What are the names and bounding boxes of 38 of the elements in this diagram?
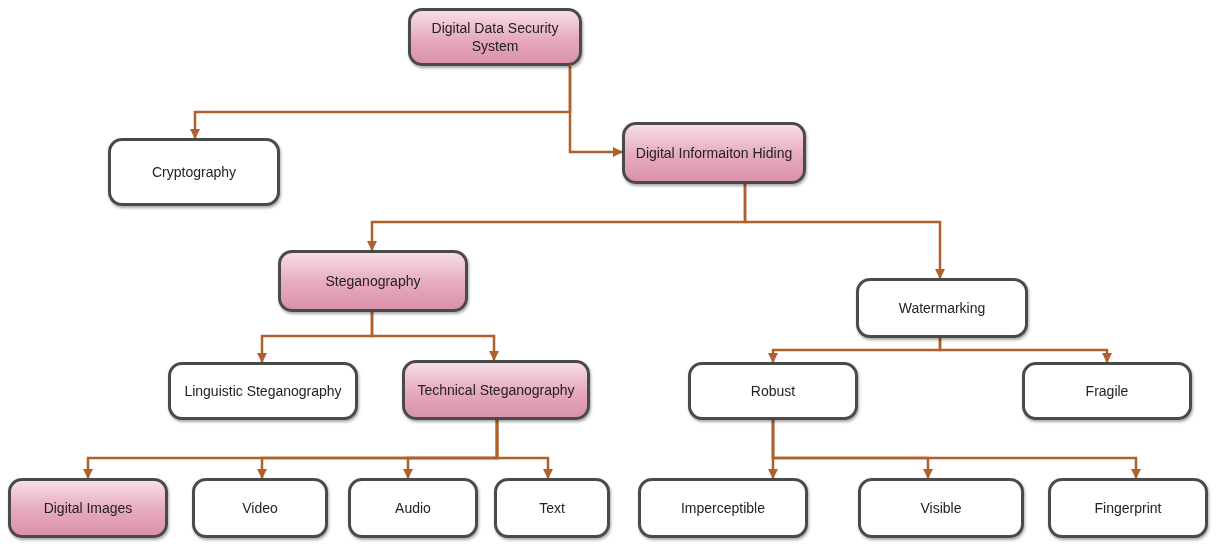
process-box	[348, 478, 478, 538]
arrow	[370, 312, 499, 361]
arrow	[938, 338, 1112, 363]
process-box	[494, 478, 610, 538]
box-label: Text	[539, 498, 565, 518]
process-box	[858, 478, 1024, 538]
process-box	[108, 138, 280, 206]
process-box	[1048, 478, 1208, 538]
box-label: Video	[242, 498, 278, 518]
box-label: Visible	[920, 498, 962, 518]
highlighted-box	[278, 250, 468, 312]
highlighted-box	[402, 360, 590, 420]
box-label: Digital Data Security System	[430, 18, 560, 56]
process-box	[688, 362, 858, 420]
process-box	[1022, 362, 1192, 420]
arrow	[495, 420, 553, 479]
highlighted-box	[8, 478, 168, 538]
process-box	[856, 278, 1028, 338]
box-label: Fingerprint	[1094, 498, 1162, 518]
box-label: Imperceptible	[680, 498, 765, 518]
arrow	[771, 420, 1141, 479]
process-box	[192, 478, 328, 538]
arrow	[743, 184, 945, 279]
highlighted-box	[622, 122, 806, 184]
box-label: Watermarking	[898, 298, 986, 318]
box-label: Technical Steganography	[417, 380, 575, 400]
box-label: Robust	[750, 381, 796, 401]
arrow	[568, 66, 623, 157]
process-box	[168, 362, 358, 420]
box-label: Cryptography	[151, 162, 236, 182]
box-label: Linguistic Steganography	[184, 381, 342, 401]
box-label: Steganography	[325, 271, 421, 291]
box-label: Digital Informaiton Hiding	[635, 143, 793, 163]
box-label: Fragile	[1085, 381, 1129, 401]
box-label: Digital Images	[43, 498, 133, 518]
box-label: Audio	[395, 498, 431, 518]
highlighted-box	[408, 8, 582, 66]
process-box	[638, 478, 808, 538]
